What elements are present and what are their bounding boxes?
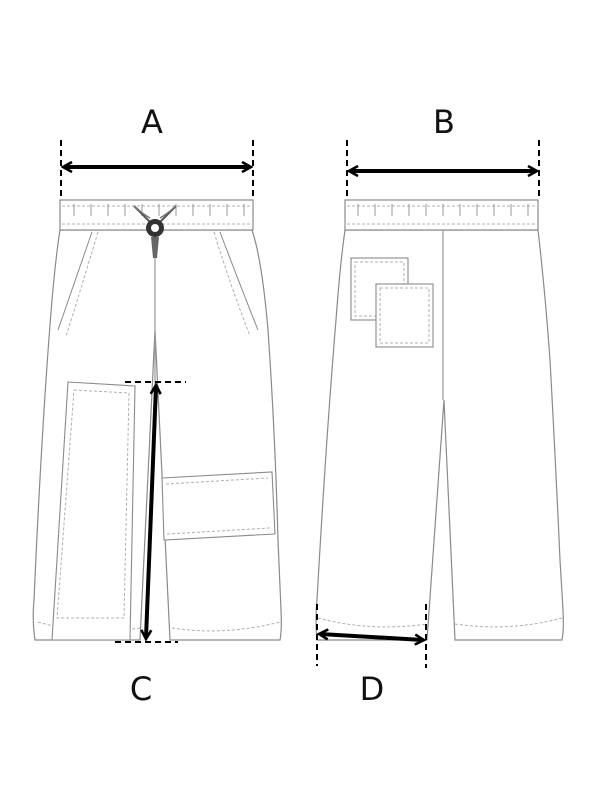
back-right-hem bbox=[454, 617, 563, 628]
front-right-pocket-stitch bbox=[213, 231, 251, 337]
label-a: A bbox=[141, 103, 163, 141]
back-view bbox=[315, 199, 564, 641]
back-waistband bbox=[344, 199, 539, 231]
drawstring bbox=[133, 205, 177, 258]
back-left-hem bbox=[317, 617, 428, 628]
label-d: D bbox=[360, 670, 385, 708]
measurement-c: C bbox=[115, 381, 186, 708]
measurement-d-arrow bbox=[320, 634, 423, 640]
label-c: C bbox=[130, 670, 152, 708]
measurement-c-arrow bbox=[146, 386, 156, 638]
front-left-pocket-stitch bbox=[65, 231, 99, 337]
front-right-hem bbox=[171, 621, 281, 632]
label-b: B bbox=[433, 103, 455, 141]
front-right-pocket-line bbox=[219, 231, 259, 331]
measurement-b: B bbox=[346, 103, 540, 200]
front-view bbox=[32, 199, 282, 641]
front-left-cargo-pocket bbox=[51, 381, 136, 641]
measurement-a: A bbox=[60, 103, 254, 200]
front-left-pocket-line bbox=[57, 231, 93, 331]
back-pocket-lower bbox=[375, 283, 434, 348]
front-right-cargo-flap bbox=[161, 471, 276, 541]
measurement-d: D bbox=[316, 604, 427, 708]
